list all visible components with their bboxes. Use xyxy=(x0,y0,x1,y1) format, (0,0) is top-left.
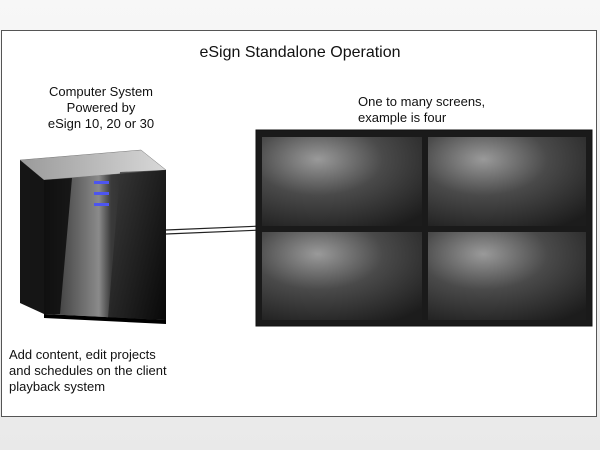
computer-system-label: Computer System Powered by eSign 10, 20 … xyxy=(8,84,194,132)
led-indicator-1 xyxy=(94,181,109,184)
video-wall-icon xyxy=(255,129,593,327)
led-indicator-2 xyxy=(94,192,109,195)
screens-label-line-1: One to many screens, xyxy=(358,94,486,109)
computer-label-line-2: Powered by xyxy=(66,100,136,115)
client-playback-label: Add content, edit projects and schedules… xyxy=(9,347,229,395)
led-indicator-3 xyxy=(94,203,109,206)
client-label-line-1: Add content, edit projects xyxy=(9,347,156,362)
client-label-line-3: playback system xyxy=(9,379,106,394)
screen-panel-top-left xyxy=(262,137,422,226)
screen-panel-top-right xyxy=(428,137,586,226)
computer-label-line-3: eSign 10, 20 or 30 xyxy=(47,116,155,131)
screens-label-line-2: example is four xyxy=(358,110,447,125)
connection-cable xyxy=(165,225,263,235)
computer-label-line-1: Computer System xyxy=(48,84,154,99)
screen-panel-bottom-left xyxy=(262,232,422,320)
computer-tower-icon xyxy=(19,149,167,324)
diagram-title: eSign Standalone Operation xyxy=(199,44,401,61)
screens-label: One to many screens, example is four xyxy=(358,94,558,126)
client-label-line-2: and schedules on the client xyxy=(9,363,167,378)
screen-panel-bottom-right xyxy=(428,232,586,320)
